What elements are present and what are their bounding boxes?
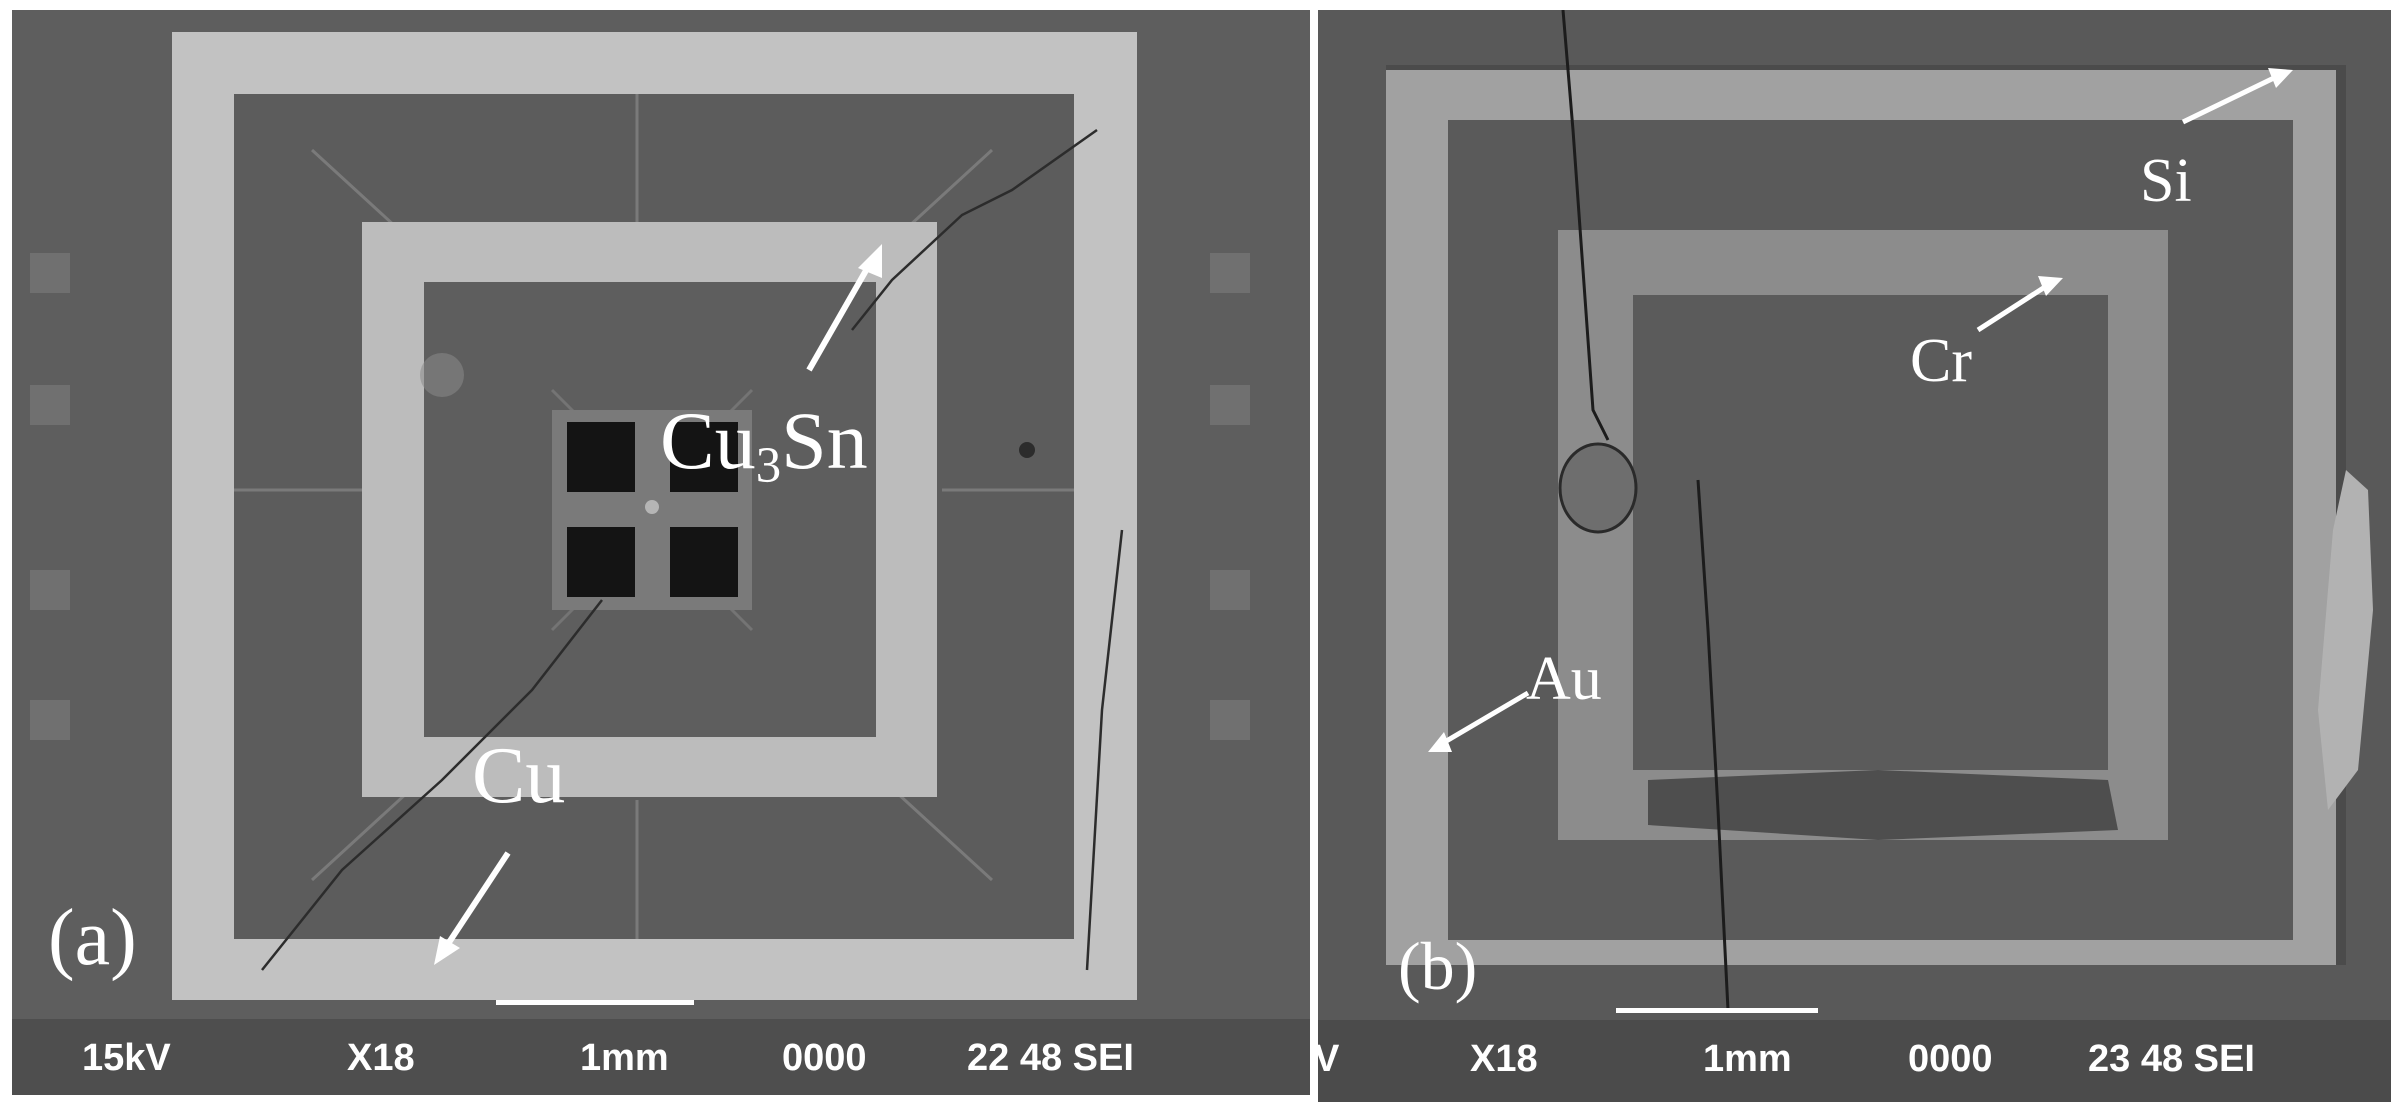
bond-wire (1561, 10, 1730, 1011)
label-cu: Cu (472, 732, 566, 820)
arrowhead-cu (434, 936, 460, 965)
panel-tag-a: (a) (48, 894, 137, 982)
electrode-pads-left (30, 253, 70, 740)
label-si: Si (2140, 147, 2192, 215)
scale-bar-a (496, 1000, 694, 1005)
scale-label: 1mm (580, 1037, 669, 1079)
micrograph-number: 0000 (782, 1037, 867, 1079)
scale-bar-b (1616, 1008, 1818, 1013)
etched-cavities (567, 422, 738, 597)
panel-tag-b: (b) (1398, 928, 1478, 1004)
annotation-arrows-b (1428, 68, 2293, 752)
voltage-fragment: V (1318, 1038, 1340, 1080)
sem-info-b: 23 48 SEI (2088, 1038, 2255, 1080)
sem-panel-b: Si Cr Au (b) V X18 1mm 0000 23 48 SEI (1318, 10, 2391, 1102)
label-cu3sn: Cu3Sn (660, 395, 868, 494)
magnification-readout-b: X18 (1470, 1038, 1538, 1080)
crack-lines (261, 128, 1124, 971)
arrowhead-cu3sn (858, 244, 882, 278)
sem-image-a (12, 10, 1310, 1095)
sem-panel-a: Cu3Sn Cu (a) 15kV X18 1mm 0000 22 48 SEI (12, 10, 1310, 1095)
magnification-readout: X18 (347, 1037, 415, 1079)
scale-label-b: 1mm (1703, 1038, 1792, 1080)
sem-info: 22 48 SEI (967, 1037, 1134, 1079)
sem-databar-b: V X18 1mm 0000 23 48 SEI (1318, 1020, 2391, 1102)
micrograph-number-b: 0000 (1908, 1038, 1993, 1080)
delamination-flake (2318, 470, 2373, 810)
label-au: Au (1526, 645, 1602, 713)
voltage-readout: 15kV (82, 1037, 171, 1079)
solder-droplet (1558, 442, 1638, 534)
annotation-arrows (434, 244, 882, 965)
sem-image-b (1318, 10, 2391, 1102)
label-cr: Cr (1910, 327, 1972, 395)
electrode-pads-right (1210, 253, 1250, 740)
sem-databar-a: 15kV X18 1mm 0000 22 48 SEI (12, 1019, 1310, 1095)
